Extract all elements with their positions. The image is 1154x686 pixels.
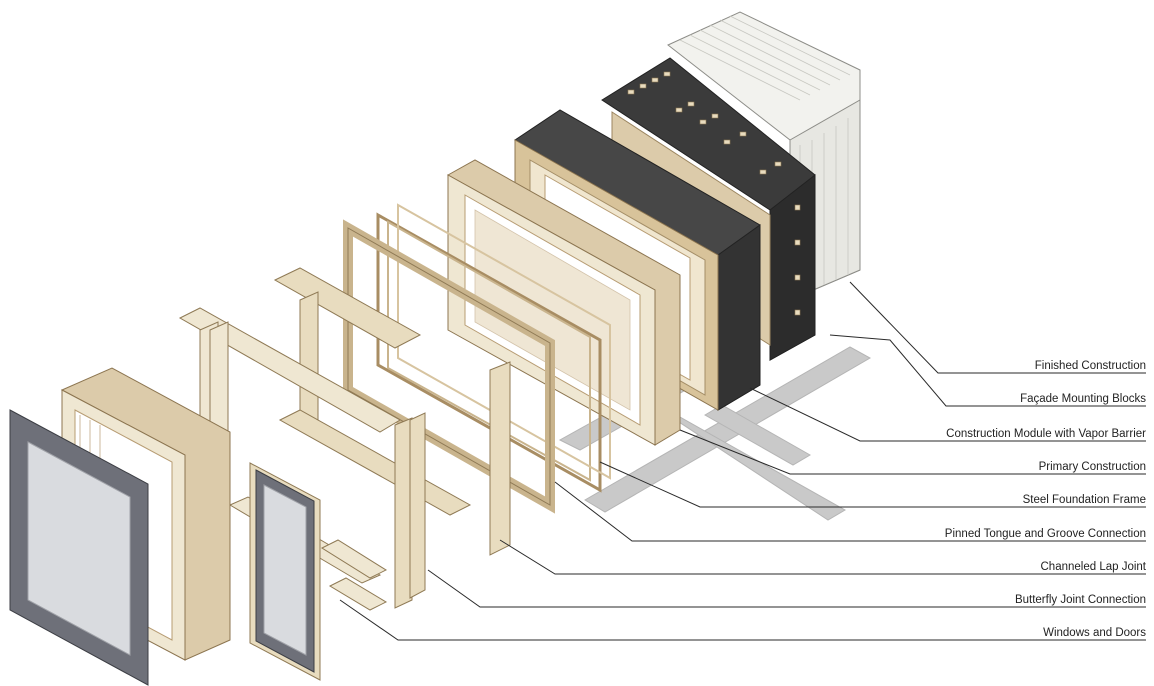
leader-construction-module <box>749 387 1146 442</box>
label-finished-construction: Finished Construction <box>1034 360 1146 372</box>
door-panel <box>249 462 321 681</box>
leader-steel-foundation-frame <box>599 461 1146 508</box>
butterfly-joint-layer <box>273 267 472 609</box>
primary-construction-layer <box>446 159 681 446</box>
leader-primary-construction <box>679 429 1146 475</box>
label-construction-module-vapor-barrier: Construction Module with Vapor Barrier <box>946 428 1146 440</box>
label-butterfly-joint: Butterfly Joint Connection <box>1014 594 1146 606</box>
label-steel-foundation-frame: Steel Foundation Frame <box>1022 494 1146 506</box>
leader-windows-doors <box>339 599 1146 641</box>
window-panel <box>9 409 149 686</box>
label-pinned-tongue-groove: Pinned Tongue and Groove Connection <box>944 528 1146 540</box>
label-primary-construction: Primary Construction <box>1038 461 1146 473</box>
leader-channeled-lap-joint <box>499 539 1146 575</box>
leader-butterfly-joint <box>427 569 1146 608</box>
leader-facade-mounting-blocks <box>829 334 1146 407</box>
label-windows-doors: Windows and Doors <box>1043 627 1146 639</box>
label-channeled-lap-joint: Channeled Lap Joint <box>1040 561 1147 573</box>
channeled-lap-joint-layer <box>343 219 555 556</box>
leader-pinned-tongue-groove <box>554 481 1146 542</box>
leader-finished-construction <box>849 281 1146 374</box>
label-facade-mounting-blocks: Façade Mounting Blocks <box>1020 393 1146 405</box>
leader-lines <box>339 281 1146 641</box>
